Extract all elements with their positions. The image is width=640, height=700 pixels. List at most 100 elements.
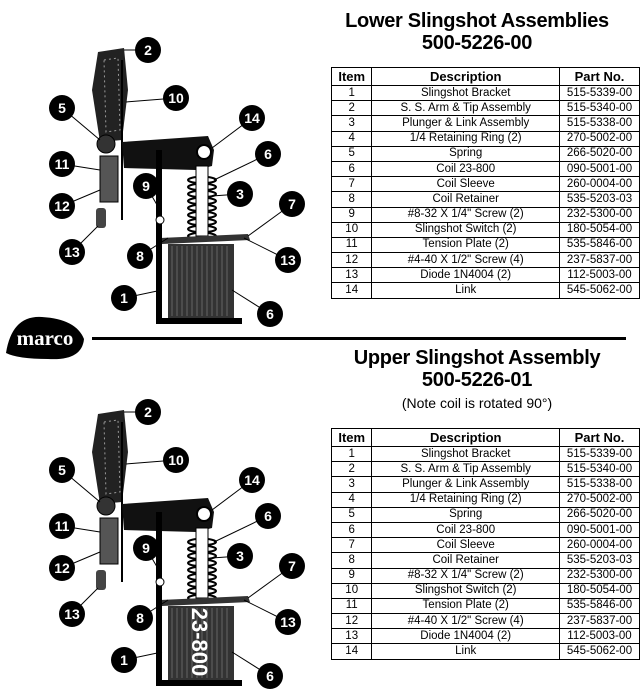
diode: [96, 208, 106, 228]
callout-number: 3: [236, 186, 244, 202]
item-description: Coil Sleeve: [371, 176, 560, 193]
callout-circle: [163, 447, 189, 473]
item-description: Slingshot Switch (2): [371, 582, 560, 599]
callout-number: 7: [288, 196, 296, 212]
part-number: 515-5340-00: [558, 461, 640, 478]
callout-circle: [133, 535, 159, 561]
callout-circle: [275, 609, 301, 635]
header-description: Description: [371, 67, 560, 86]
part-number: 237-5837-00: [558, 252, 640, 269]
part-number: 266-5020-00: [558, 145, 640, 162]
callout-circle: [255, 141, 281, 167]
link-bar: [122, 498, 214, 532]
slingshot-arm: [92, 410, 128, 504]
callout-circle: [239, 105, 265, 131]
item-description: Diode 1N4004 (2): [371, 267, 560, 284]
item-description: 1/4 Retaining Ring (2): [371, 130, 560, 147]
slingshot-arm: [92, 48, 128, 142]
item-number: 1: [330, 84, 373, 102]
part-number: 515-5338-00: [558, 115, 640, 132]
item-description: Diode 1N4004 (2): [371, 628, 560, 645]
item-description: Link: [371, 643, 560, 660]
callout-number: 6: [266, 306, 274, 322]
callout-circle: [135, 37, 161, 63]
item-number: 10: [330, 221, 373, 238]
item-number: 5: [330, 145, 373, 162]
item-number: 4: [330, 491, 373, 508]
callout-circle: [163, 85, 189, 111]
callout-circle: [279, 191, 305, 217]
part-number: 180-5054-00: [558, 582, 640, 599]
table-row: 12#4-40 X 1/2" Screw (4)237-5837-00: [330, 252, 640, 269]
part-number: 260-0004-00: [558, 176, 640, 193]
callout-circle: [227, 181, 253, 207]
item-description: Slingshot Bracket: [371, 445, 560, 463]
item-description: 1/4 Retaining Ring (2): [371, 491, 560, 508]
item-number: 2: [330, 100, 373, 117]
callout-circle: [49, 151, 75, 177]
coil: [168, 244, 234, 318]
item-description: #4-40 X 1/2" Screw (4): [371, 613, 560, 630]
item-number: 5: [330, 506, 373, 523]
part-number: 545-5062-00: [558, 282, 640, 299]
callout-number: 9: [142, 178, 150, 194]
header-part-no: Part No.: [558, 67, 640, 86]
upper-title-line2: 500-5226-01: [421, 369, 533, 391]
item-number: 12: [330, 613, 373, 630]
part-number: 260-0004-00: [558, 537, 640, 554]
item-description: Coil Retainer: [371, 191, 560, 208]
callout-circle: [111, 647, 137, 673]
item-number: 12: [330, 252, 373, 269]
callout-number: 12: [54, 560, 70, 576]
callout-number: 13: [64, 244, 80, 260]
callout-circle: [275, 247, 301, 273]
part-number: 270-5002-00: [558, 130, 640, 147]
callout-number: 5: [58, 100, 66, 116]
item-number: 13: [330, 628, 373, 645]
callout-circle: [279, 553, 305, 579]
item-description: Coil 23-800: [371, 521, 560, 539]
header-item: Item: [330, 428, 373, 447]
callout-circle: [133, 173, 159, 199]
lower-title-line2: 500-5226-00: [421, 32, 533, 54]
plunger: [195, 165, 209, 237]
callout-circle: [49, 457, 75, 483]
callout-circle: [127, 605, 153, 631]
callout-number: 2: [144, 404, 152, 420]
item-number: 8: [330, 552, 373, 569]
part-number: 515-5340-00: [558, 100, 640, 117]
callout-number: 6: [264, 146, 272, 162]
callout-number: 6: [266, 668, 274, 684]
item-description: Slingshot Bracket: [371, 84, 560, 102]
link-pivot: [196, 144, 212, 160]
item-number: 4: [330, 130, 373, 147]
item-description: #8-32 X 1/4" Screw (2): [371, 567, 560, 584]
link-bar: [122, 136, 214, 170]
part-number: 515-5338-00: [558, 476, 640, 493]
callout-number: 10: [168, 90, 184, 106]
part-number: 266-5020-00: [558, 506, 640, 523]
coil-label: 23-800: [187, 608, 212, 677]
item-number: 3: [330, 476, 373, 493]
item-number: 6: [330, 160, 373, 178]
item-number: 14: [330, 282, 373, 299]
item-description: Plunger & Link Assembly: [371, 476, 560, 493]
part-number: 535-5203-03: [558, 191, 640, 208]
header-description: Description: [371, 428, 560, 447]
